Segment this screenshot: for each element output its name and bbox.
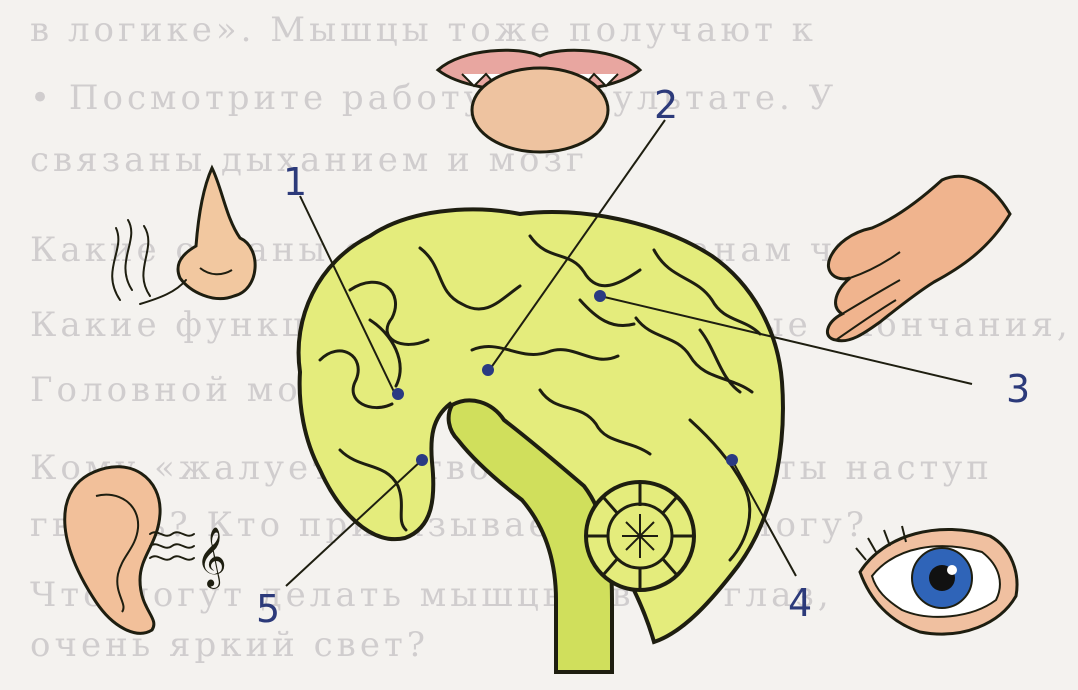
label-4: 4 bbox=[788, 581, 812, 625]
label-3: 3 bbox=[1006, 367, 1030, 411]
ear-hearing-icon: 𝄞 bbox=[65, 467, 227, 634]
eye-vision-icon bbox=[856, 526, 1017, 634]
mouth-tongue-icon bbox=[438, 50, 640, 152]
nose-smell-icon bbox=[112, 168, 255, 304]
cerebellum bbox=[586, 482, 694, 590]
hand-touch-icon bbox=[827, 176, 1010, 340]
label-1: 1 bbox=[283, 160, 307, 204]
marker-1 bbox=[392, 388, 404, 400]
marker-4 bbox=[726, 454, 738, 466]
marker-5 bbox=[416, 454, 428, 466]
label-5: 5 bbox=[256, 587, 280, 631]
marker-2 bbox=[482, 364, 494, 376]
marker-3 bbox=[594, 290, 606, 302]
brain-hemisphere bbox=[299, 209, 783, 642]
treble-clef-icon: 𝄞 bbox=[196, 527, 227, 589]
brain bbox=[299, 209, 783, 672]
label-2: 2 bbox=[654, 83, 678, 127]
